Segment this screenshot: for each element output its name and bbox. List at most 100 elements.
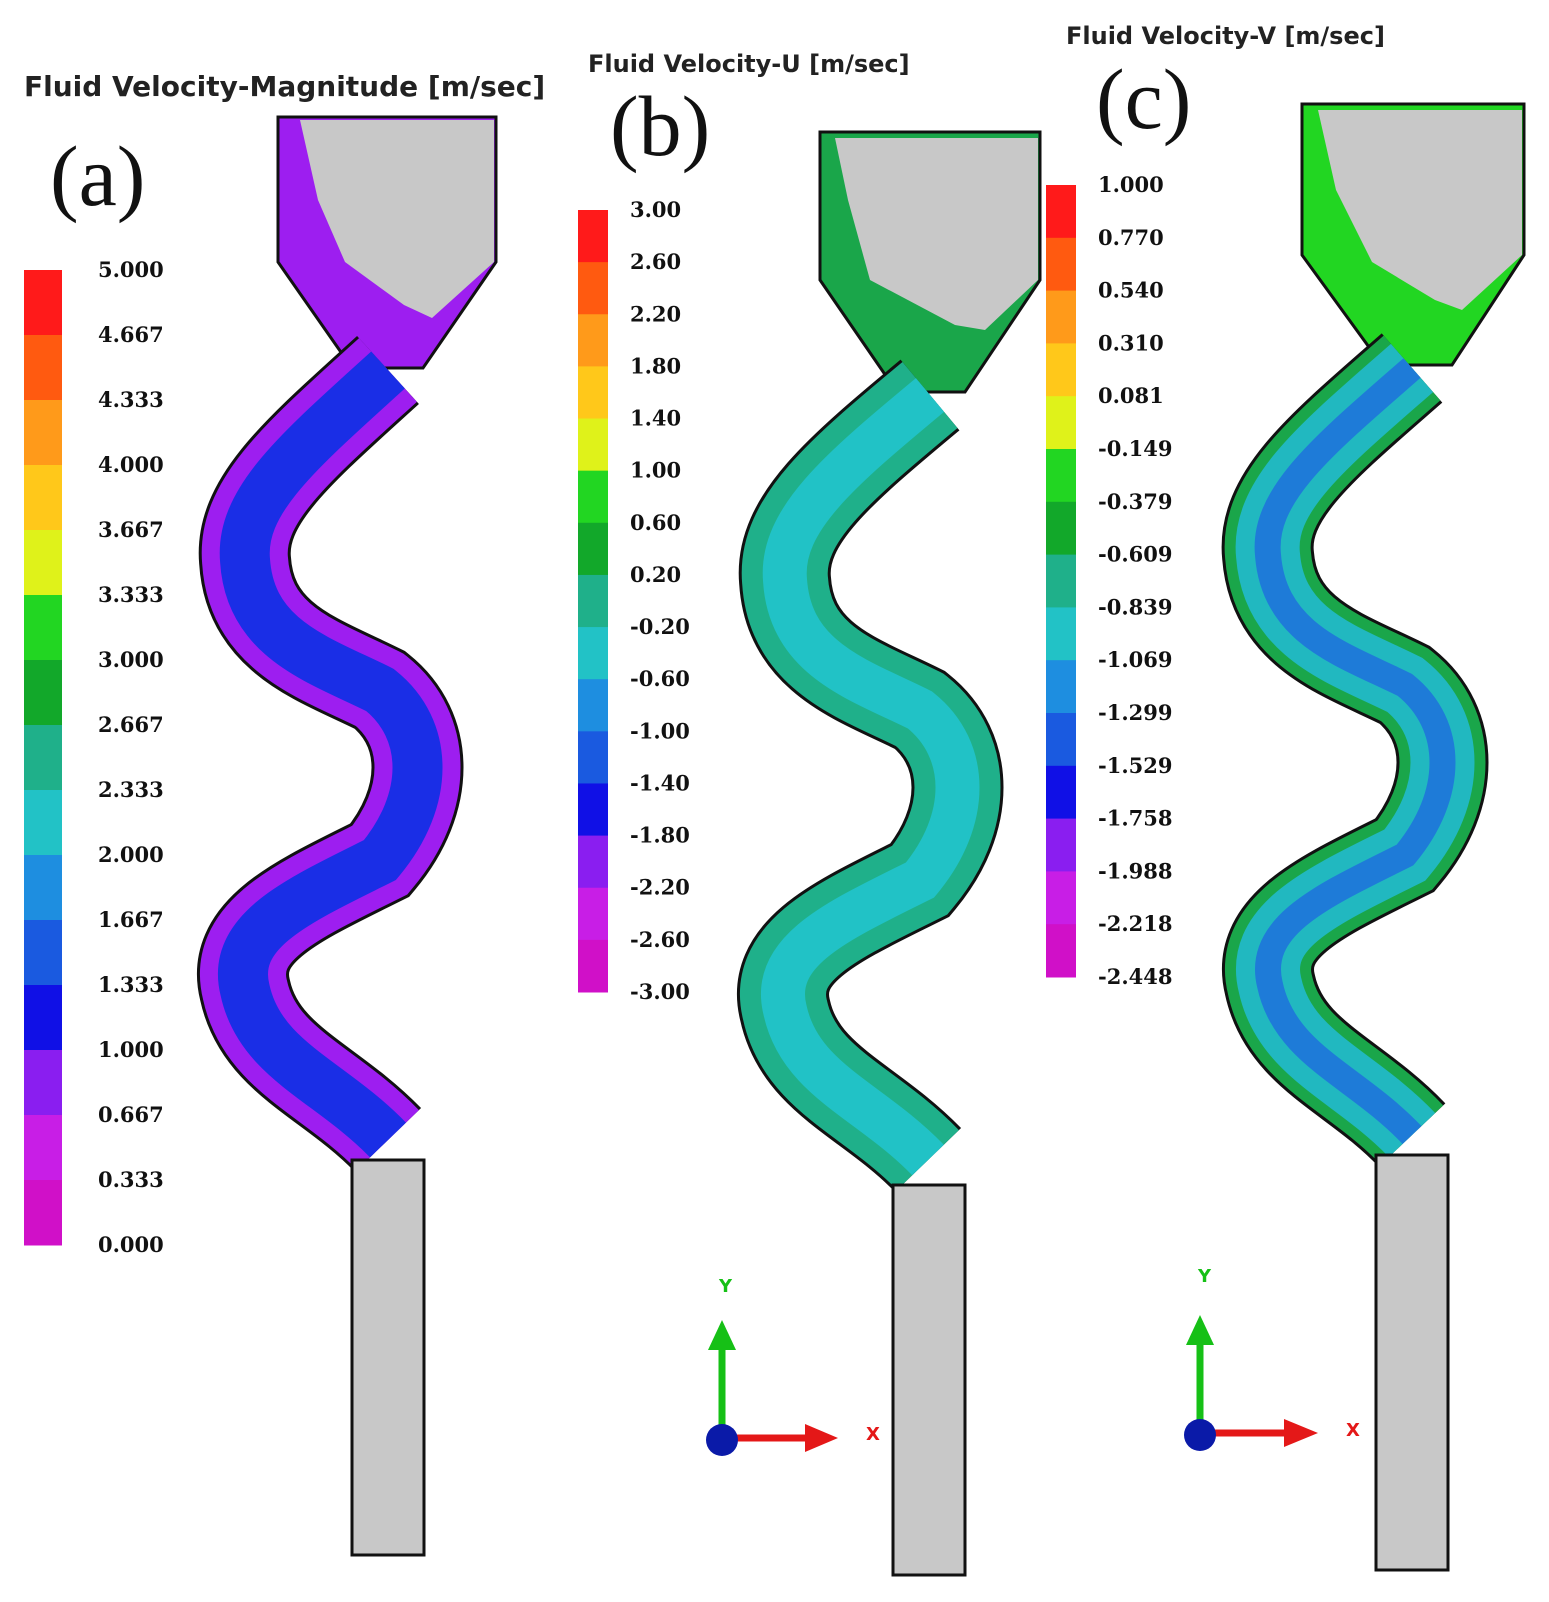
panel-c-colorbar-tick-label: -1.299 (1098, 700, 1172, 725)
panel-b-y-label: Y (718, 1276, 733, 1297)
panel-c-colorbar-ticks: 1.0000.7700.5400.3100.081-0.149-0.379-0.… (1098, 172, 1172, 989)
panel-c-colorbar-segment (1046, 237, 1076, 292)
panel-c: Fluid Velocity-V [m/sec] (c) 1.0000.7700… (1046, 22, 1526, 1572)
panel-b-colorbar-tick-label: 1.40 (630, 406, 681, 431)
panel-c-colorbar-segment (1046, 396, 1076, 450)
panel-b-colorbar-segment (578, 574, 608, 628)
panel-c-colorbar-tick-label: 1.000 (1098, 172, 1164, 197)
panel-c-colorbar-segment (1046, 871, 1076, 925)
panel-b-colorbar-tick-label: 0.20 (630, 562, 681, 587)
panel-a-colorbar-tick-label: 0.333 (98, 1167, 164, 1192)
panel-b-colorbar-tick-label: 2.20 (630, 301, 681, 326)
panel-a-colorbar-tick-label: 4.333 (98, 387, 164, 412)
panel-a-colorbar-tick-label: 0.667 (98, 1102, 164, 1127)
panel-c-outlet-pipe (1374, 1153, 1450, 1572)
panel-a-colorbar-tick-label: 0.000 (98, 1232, 164, 1257)
panel-b-colorbar-segment (578, 679, 608, 732)
panel-c-y-label: Y (1197, 1266, 1212, 1287)
panel-c-colorbar-segment (1046, 290, 1076, 344)
panel-b-colorbar-ticks: 3.002.602.201.801.401.000.600.20-0.20-0.… (630, 197, 690, 1004)
panel-c-colorbar-tick-label: -2.448 (1098, 964, 1172, 989)
panel-a-colorbar-segment (24, 1115, 62, 1181)
panel-b-colorbar-tick-label: -1.40 (630, 770, 690, 795)
panel-a-colorbar-segment (24, 855, 62, 921)
panel-a-outlet-pipe (350, 1158, 426, 1557)
panel-c-colorbar-segment (1046, 713, 1076, 767)
panel-a-colorbar-segment (24, 1050, 62, 1116)
panel-b-colorbar-segment (578, 314, 608, 367)
panel-a-colorbar-segment (24, 530, 62, 596)
panel-b-colorbar-segment (578, 835, 608, 889)
panel-b-label: (b) (610, 78, 710, 174)
panel-c-colorbar-tick-label: -1.069 (1098, 647, 1172, 672)
panel-c-x-label: X (1346, 1420, 1360, 1441)
panel-b-colorbar-segment (578, 418, 608, 472)
panel-b-colorbar-tick-label: 0.60 (630, 510, 681, 535)
panel-b-colorbar-tick-label: 1.00 (630, 458, 681, 483)
panel-a-colorbar-segment (24, 725, 62, 791)
panel-b-axes-triad: Y X (706, 1276, 880, 1456)
panel-b-colorbar-tick-label: 1.80 (630, 353, 681, 378)
panel-a-channel-core (218, 351, 443, 1158)
panel-c-z-axis-dot (1184, 1419, 1216, 1451)
panel-c-colorbar-segment (1046, 185, 1076, 239)
panel-a-colorbar-tick-label: 3.333 (98, 582, 164, 607)
panel-b-hopper-solid (835, 138, 1038, 330)
panel-a-colorbar-segment (24, 920, 62, 986)
panel-c-colorbar-segment (1046, 554, 1076, 608)
panel-b-colorbar-segment (578, 366, 608, 420)
panel-c-colorbar-tick-label: -1.758 (1098, 806, 1172, 831)
panel-a-colorbar-segment (24, 1180, 62, 1246)
panel-c-channel-core (1254, 358, 1456, 1145)
panel-c-colorbar-tick-label: -0.609 (1098, 542, 1172, 567)
panel-a-hopper-solid (300, 120, 494, 318)
panel-a-colorbar-segment (24, 660, 62, 726)
panel-a-geometry (197, 115, 498, 1557)
panel-a-colorbar-tick-label: 2.333 (98, 777, 164, 802)
panel-a-colorbar-ticks: 5.0004.6674.3334.0003.6673.3333.0002.667… (98, 257, 164, 1257)
panel-c-colorbar-tick-label: -0.149 (1098, 436, 1172, 461)
panel-a-colorbar-segment (24, 790, 62, 856)
panel-c-colorbar-segment (1046, 607, 1076, 661)
panel-b-colorbar-tick-label: -2.20 (630, 875, 690, 900)
panel-a-colorbar-tick-label: 2.667 (98, 712, 164, 737)
panel-c-colorbar-tick-label: -1.988 (1098, 858, 1172, 883)
panel-b-colorbar-tick-label: -3.00 (630, 979, 690, 1004)
panel-c-colorbar-segment (1046, 660, 1076, 714)
panel-b-colorbar-tick-label: -2.60 (630, 927, 690, 952)
panel-a-label: (a) (50, 128, 145, 224)
panel-b-x-axis-head (805, 1424, 838, 1452)
panel-c-colorbar-tick-label: -0.379 (1098, 489, 1172, 514)
panel-b-colorbar-segment (578, 731, 608, 784)
panel-b-outlet-pipe (891, 1183, 967, 1577)
panel-a: Fluid Velocity-Magnitude [m/sec] (a) 5.0… (24, 70, 545, 1557)
panel-a-colorbar-tick-label: 4.667 (98, 322, 164, 347)
panel-b-colorbar-segment (578, 627, 608, 680)
panel-c-colorbar-segment (1046, 765, 1076, 820)
panel-c-colorbar-tick-label: 0.310 (1098, 330, 1164, 355)
panel-a-colorbar-segment (24, 270, 62, 336)
panel-c-colorbar-tick-label: 0.770 (1098, 225, 1164, 250)
panel-b-colorbar-segment (578, 470, 608, 524)
panel-b-z-axis-dot (706, 1424, 738, 1456)
panel-c-colorbar-tick-label: -2.218 (1098, 911, 1172, 936)
panel-c-label: (c) (1096, 51, 1191, 147)
panel-b-colorbar-segment (578, 262, 608, 315)
panel-a-colorbar-segment (24, 985, 62, 1051)
panel-b-colorbar-segment (578, 783, 608, 837)
panel-b-colorbar-tick-label: 2.60 (630, 249, 681, 274)
panel-c-x-axis-head (1284, 1419, 1318, 1447)
panel-c-y-axis-head (1186, 1315, 1214, 1345)
panel-a-colorbar-tick-label: 1.667 (98, 907, 164, 932)
panel-a-colorbar-segment (24, 595, 62, 661)
panel-a-colorbar (24, 270, 62, 1246)
panel-b-colorbar-tick-label: -0.20 (630, 614, 690, 639)
panel-c-axes-triad: Y X (1184, 1266, 1360, 1451)
panel-c-colorbar-tick-label: 0.540 (1098, 278, 1164, 303)
panel-b-geometry (737, 130, 1042, 1577)
panel-b-colorbar-segment (578, 522, 608, 576)
panel-a-colorbar-segment (24, 465, 62, 531)
panel-c-colorbar-segment (1046, 501, 1076, 556)
panel-b-colorbar-tick-label: -0.60 (630, 666, 690, 691)
